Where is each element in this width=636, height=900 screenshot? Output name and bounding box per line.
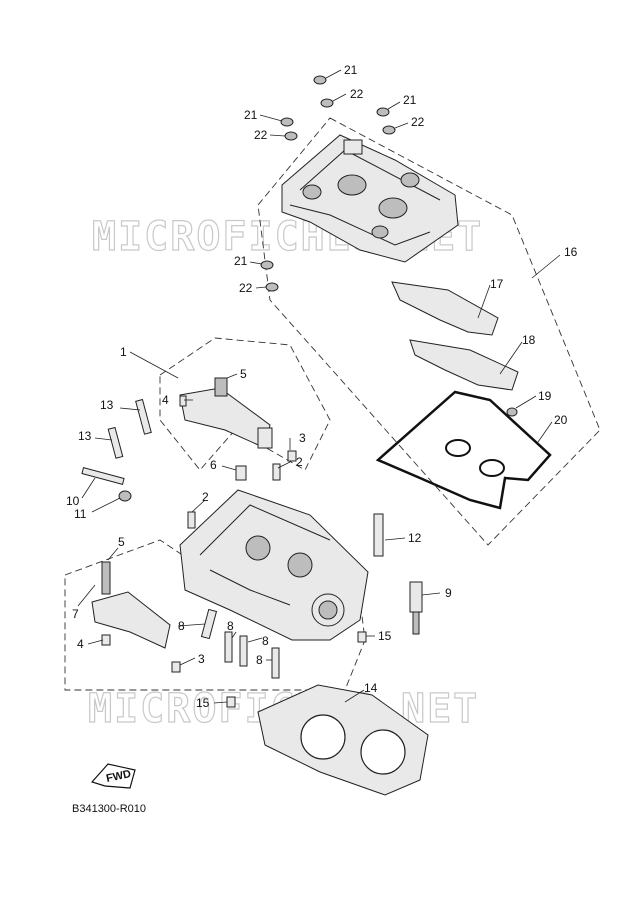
- stud-8-d: [271, 647, 280, 679]
- pin-4-a: [179, 395, 187, 407]
- gasket-17: [391, 281, 499, 336]
- callout-18: 18: [522, 333, 536, 347]
- callout-1: 1: [120, 345, 127, 359]
- fwd-label: FWD: [105, 768, 132, 785]
- stud-8-b: [224, 631, 233, 663]
- callout-12: 12: [408, 531, 422, 545]
- pin-6: [235, 465, 247, 481]
- bolt-13-b: [107, 426, 124, 459]
- dowel-15-b: [226, 696, 236, 708]
- callout-4-b: 4: [77, 637, 84, 651]
- camshaft-cap-lower: [91, 561, 171, 649]
- callout-14: 14: [364, 681, 378, 695]
- callout-13-a: 13: [100, 398, 114, 412]
- cover-grommet-22-a: [320, 98, 334, 108]
- callout-7: 7: [72, 607, 79, 621]
- leader-lines: [77, 69, 561, 704]
- callout-3-a: 3: [299, 431, 306, 445]
- bolt-10: [81, 467, 125, 485]
- callout-6: 6: [210, 458, 217, 472]
- pin-2-a: [272, 463, 281, 481]
- stud-8-a: [200, 608, 218, 640]
- callout-2-b: 2: [202, 490, 209, 504]
- callout-22-b: 22: [254, 128, 268, 142]
- callout-21-c: 21: [403, 93, 417, 107]
- cover-gasket-20: [375, 390, 552, 510]
- cylinder-head-cover: [281, 134, 459, 263]
- cover-bolt-21-a: [313, 75, 327, 85]
- diagram-code: B341300-R010: [72, 803, 146, 815]
- cover-grommet-22-b: [284, 131, 298, 141]
- callout-22-d: 22: [239, 281, 253, 295]
- pin-2-b: [187, 511, 196, 529]
- callout-3-b: 3: [198, 652, 205, 666]
- camshaft-assembly-boundary: [159, 337, 331, 471]
- stud-8-c: [239, 635, 248, 667]
- spark-plug-9: [409, 581, 423, 635]
- washer-11: [118, 490, 132, 502]
- callout-4-a: 4: [162, 393, 169, 407]
- callout-8-b: 8: [227, 619, 234, 633]
- cover-grommet-22-c: [382, 125, 396, 135]
- cover-bolt-21-b: [280, 117, 294, 127]
- callout-8-d: 8: [256, 653, 263, 667]
- cover-bolt-21-c: [376, 107, 390, 117]
- callout-5-b: 5: [118, 535, 125, 549]
- callout-13-b: 13: [78, 429, 92, 443]
- callout-9: 9: [445, 586, 452, 600]
- callout-10: 10: [66, 494, 80, 508]
- bolt-13-a: [135, 398, 152, 435]
- callout-11: 11: [74, 507, 87, 521]
- camshaft-cap-upper: [179, 377, 273, 449]
- pin-4-b: [101, 634, 111, 646]
- cover-grommet-22-d: [265, 282, 279, 292]
- callout-8-a: 8: [178, 619, 185, 633]
- callout-8-c: 8: [262, 634, 269, 648]
- callout-22-a: 22: [350, 87, 364, 101]
- cover-bolt-21-d: [260, 260, 274, 270]
- bolt-12: [373, 513, 384, 557]
- callout-20: 20: [554, 413, 568, 427]
- head-assembly-boundary: [64, 539, 366, 691]
- callout-15-b: 15: [196, 696, 210, 710]
- gasket-18: [409, 339, 519, 391]
- callout-5-a: 5: [240, 367, 247, 381]
- cover-assembly-boundary: [257, 117, 601, 546]
- callout-2-a: 2: [296, 455, 303, 469]
- cylinder-head: [179, 489, 369, 641]
- callout-21-b: 21: [244, 108, 258, 122]
- bolt-19: [506, 407, 518, 417]
- forward-arrow-icon: FWD: [90, 763, 136, 789]
- dowel-15-a: [357, 631, 367, 643]
- callout-15-a: 15: [378, 629, 392, 643]
- callout-21-a: 21: [344, 63, 358, 77]
- callout-22-c: 22: [411, 115, 425, 129]
- dowel-3-b: [171, 661, 181, 673]
- callout-16: 16: [564, 245, 578, 259]
- dowel-3-a: [287, 450, 297, 462]
- callout-17: 17: [490, 277, 504, 291]
- head-gasket-14: [257, 684, 429, 796]
- callout-19: 19: [538, 389, 552, 403]
- callout-21-d: 21: [234, 254, 248, 268]
